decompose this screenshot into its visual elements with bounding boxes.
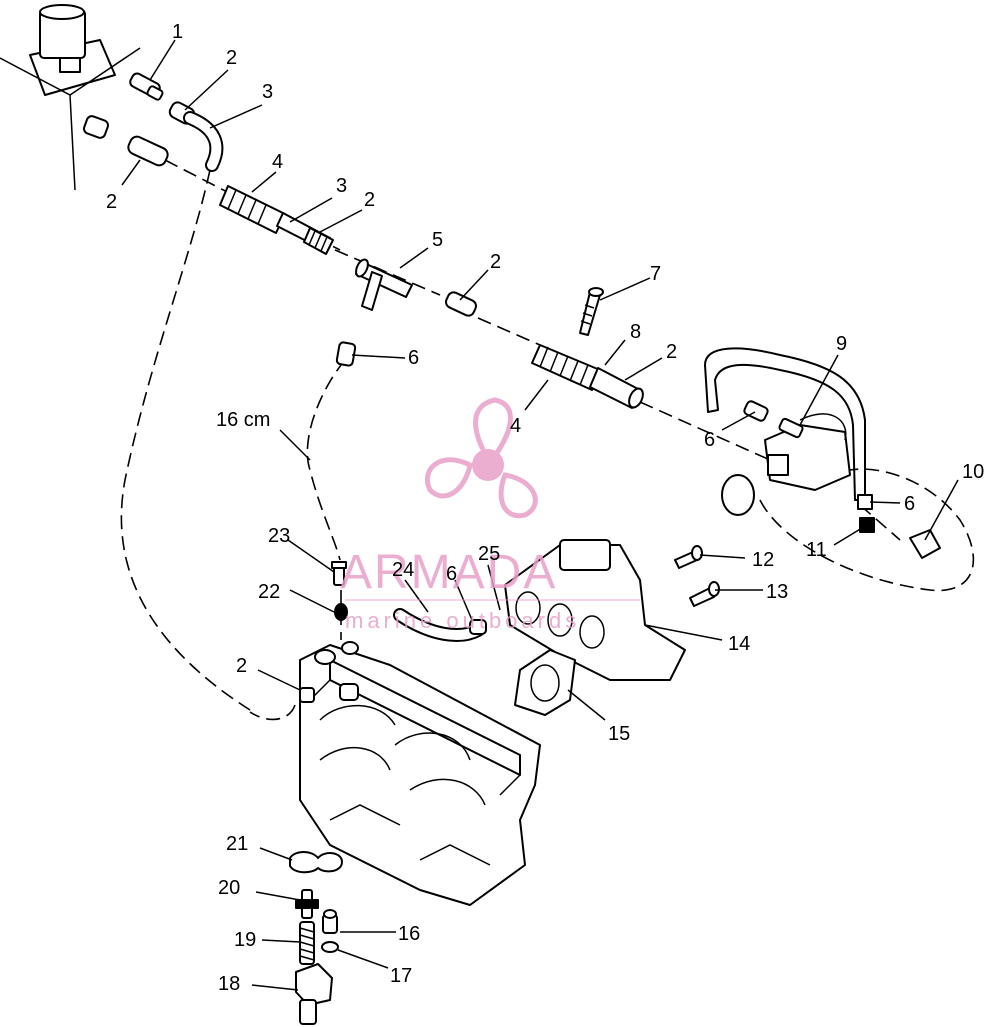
spring-19 bbox=[299, 921, 315, 965]
callout-labels: 1 2 3 2 4 3 2 5 2 7 8 2 9 6 16 cm 4 6 10… bbox=[106, 21, 984, 995]
washer-17 bbox=[321, 941, 339, 953]
label-8: 8 bbox=[630, 321, 641, 343]
label-2: 2 bbox=[364, 189, 375, 211]
screw-23 bbox=[331, 561, 347, 586]
hose-24 bbox=[393, 608, 487, 642]
oil-pump bbox=[704, 347, 975, 592]
label-2: 2 bbox=[666, 341, 677, 363]
label-19: 19 bbox=[234, 929, 256, 951]
label-3: 3 bbox=[336, 175, 347, 197]
clamp-2-mid bbox=[444, 291, 478, 317]
label-2: 2 bbox=[226, 47, 237, 69]
label-2: 2 bbox=[106, 191, 117, 213]
gasket-15 bbox=[514, 649, 576, 716]
label-6: 6 bbox=[408, 347, 419, 369]
cylinder-block bbox=[249, 641, 541, 906]
label-20: 20 bbox=[218, 877, 240, 899]
label-16cm: 16 cm bbox=[216, 409, 270, 431]
screw-7 bbox=[579, 287, 604, 336]
hose-16cm bbox=[306, 341, 357, 561]
hose-4-upper bbox=[219, 185, 334, 255]
label-12: 12 bbox=[752, 549, 774, 571]
label-2: 2 bbox=[490, 251, 501, 273]
armada-watermark: ARMADA marine outboards bbox=[340, 397, 640, 633]
label-18: 18 bbox=[218, 973, 240, 995]
hose-3-elbow bbox=[183, 111, 224, 172]
label-4: 4 bbox=[510, 415, 521, 437]
oil-tank bbox=[0, 4, 141, 191]
label-3: 3 bbox=[262, 81, 273, 103]
label-24: 24 bbox=[392, 559, 414, 581]
label-10: 10 bbox=[962, 461, 984, 483]
watermark-brand: ARMADA bbox=[340, 546, 557, 599]
label-15: 15 bbox=[608, 723, 630, 745]
label-6: 6 bbox=[704, 429, 715, 451]
tee-fitting-5 bbox=[355, 258, 413, 311]
label-17: 17 bbox=[390, 965, 412, 987]
body-18 bbox=[295, 963, 333, 1025]
sleeve bbox=[82, 115, 110, 139]
label-6: 6 bbox=[446, 563, 457, 585]
label-9: 9 bbox=[836, 333, 847, 355]
hose-clamp-2-left bbox=[127, 135, 169, 167]
label-13: 13 bbox=[766, 581, 788, 603]
label-14: 14 bbox=[728, 633, 750, 655]
label-23: 23 bbox=[268, 525, 290, 547]
label-11: 11 bbox=[806, 539, 827, 561]
hose-8 bbox=[531, 344, 644, 409]
gasket-21 bbox=[289, 851, 343, 874]
label-6: 6 bbox=[904, 493, 915, 515]
manifold-14 bbox=[504, 539, 686, 681]
label-16: 16 bbox=[398, 923, 420, 945]
leader-lines bbox=[121, 39, 959, 991]
valve-20 bbox=[295, 889, 319, 919]
label-4: 4 bbox=[272, 151, 283, 173]
propeller-logo-icon bbox=[424, 397, 538, 519]
label-22: 22 bbox=[258, 581, 280, 603]
bolt-13 bbox=[689, 581, 720, 607]
label-1: 1 bbox=[172, 21, 183, 43]
label-2: 2 bbox=[236, 655, 247, 677]
plug-16 bbox=[322, 909, 338, 934]
bolt-12 bbox=[674, 545, 703, 569]
fitting-1 bbox=[129, 72, 164, 101]
label-5: 5 bbox=[432, 229, 443, 251]
label-21: 21 bbox=[226, 833, 248, 855]
label-7: 7 bbox=[650, 263, 661, 285]
label-25: 25 bbox=[478, 543, 500, 565]
watermark-tagline: marine outboards bbox=[345, 608, 580, 633]
